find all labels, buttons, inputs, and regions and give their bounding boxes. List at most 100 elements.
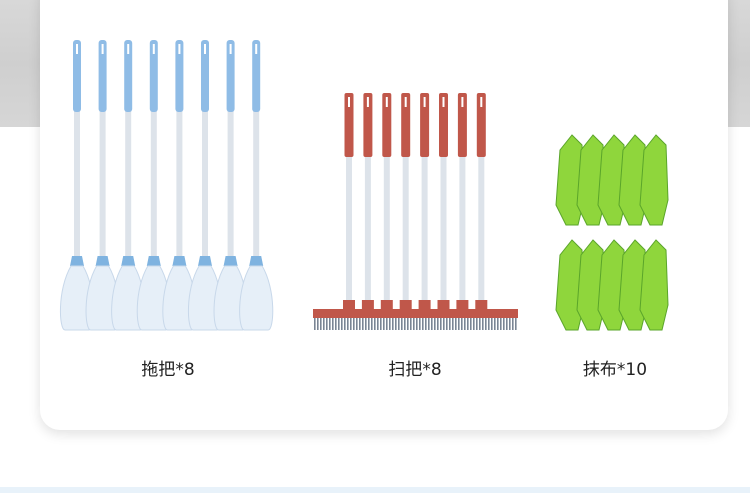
broom-bristle — [326, 318, 328, 330]
broom-bristle — [467, 318, 469, 330]
broom-bristle — [479, 318, 481, 330]
broom-bristle — [422, 318, 424, 330]
mop-shaft — [99, 110, 106, 258]
broom-handle — [401, 93, 411, 157]
broom-bristle — [353, 318, 355, 330]
broom-bristle — [416, 318, 418, 330]
broom-bristle — [383, 318, 385, 330]
mop-hang-hole — [229, 44, 232, 54]
broom-bristle — [338, 318, 340, 330]
broom-bristle — [377, 318, 379, 330]
broom-bristle — [410, 318, 412, 330]
broom-hang-hole — [348, 97, 350, 107]
broom-block — [399, 300, 412, 310]
broom-bristle — [500, 318, 502, 330]
mop-cap — [249, 256, 264, 266]
broom-handle — [457, 93, 467, 157]
broom-bristle — [350, 318, 352, 330]
broom-bristle — [413, 318, 415, 330]
broom-bristle — [512, 318, 514, 330]
mop-hang-hole — [255, 44, 258, 54]
mop-handle — [73, 40, 81, 112]
broom-bristle — [371, 318, 373, 330]
broom-hang-hole — [442, 97, 445, 107]
broom-bristle — [443, 318, 445, 330]
mop-cap — [172, 256, 187, 266]
broom-shaft — [421, 155, 428, 303]
broom-bristle — [314, 318, 316, 330]
broom-bristle — [389, 318, 391, 330]
cloth-label: 抹布*10 — [582, 360, 648, 380]
broom-handle — [344, 93, 354, 157]
mop-hang-hole — [178, 44, 181, 54]
broom-bristle — [494, 318, 496, 330]
broom-bristle — [449, 318, 451, 330]
mop-label: 拖把*8 — [141, 360, 195, 380]
broom-bristle — [452, 318, 454, 330]
broom-bristle — [458, 318, 460, 330]
broom-bristle — [434, 318, 436, 330]
broom-bristle — [347, 318, 349, 330]
broom-bristle — [323, 318, 325, 330]
mop-hang-hole — [101, 44, 104, 54]
broom-shaft — [478, 155, 485, 303]
broom-bar — [313, 309, 518, 318]
broom-bristle — [395, 318, 397, 330]
mop-shaft — [125, 110, 132, 258]
broom-bristle — [380, 318, 382, 330]
broom-bristle — [473, 318, 475, 330]
mop-cap — [95, 256, 110, 266]
broom-bristle — [515, 318, 517, 330]
broom-bristle — [440, 318, 442, 330]
broom-block — [343, 300, 355, 310]
mop-cap — [223, 256, 238, 266]
broom-shaft — [346, 155, 352, 303]
broom-handle — [382, 93, 392, 157]
broom-bristle — [368, 318, 370, 330]
mop-head — [239, 265, 274, 331]
broom-block — [418, 300, 431, 310]
broom-bristle — [482, 318, 484, 330]
broom-shaft — [383, 155, 390, 303]
broom-bristle — [392, 318, 394, 330]
bottom-strip — [0, 487, 750, 493]
broom-block — [361, 300, 374, 310]
broom-hang-hole — [404, 97, 407, 107]
broom-bristle — [362, 318, 364, 330]
broom-bristle — [470, 318, 472, 330]
broom-bristle — [461, 318, 463, 330]
mop-cap — [70, 256, 84, 266]
broom-bristle — [437, 318, 439, 330]
mop-handle — [124, 40, 133, 112]
mop-cap — [198, 256, 212, 266]
mop-handle — [252, 40, 261, 112]
mop-handle — [226, 40, 235, 112]
cloth — [639, 134, 669, 226]
broom-bristle — [404, 318, 406, 330]
broom-handle — [363, 93, 373, 157]
mop-hang-hole — [204, 44, 206, 54]
broom-bristle — [419, 318, 421, 330]
broom-hang-hole — [480, 97, 483, 107]
broom-bristle — [509, 318, 511, 330]
broom-bristle — [398, 318, 400, 330]
broom-bristle — [320, 318, 322, 330]
broom-bristle — [359, 318, 361, 330]
broom-bristle — [386, 318, 388, 330]
broom-bristle — [425, 318, 427, 330]
mop-shaft — [227, 110, 234, 258]
broom-hang-hole — [423, 97, 426, 107]
mop-shaft — [150, 110, 157, 258]
mop-hang-hole — [76, 44, 78, 54]
broom-hang-hole — [385, 97, 388, 107]
broom-bristle — [506, 318, 508, 330]
broom-bristle — [491, 318, 493, 330]
broom-hang-hole — [366, 97, 369, 107]
broom-bristle — [407, 318, 409, 330]
broom-block — [380, 300, 393, 310]
broom-handle — [439, 93, 448, 157]
mop-cap — [146, 256, 161, 266]
broom-bristle — [503, 318, 505, 330]
broom-bristle — [488, 318, 490, 330]
mop-hang-hole — [152, 44, 155, 54]
